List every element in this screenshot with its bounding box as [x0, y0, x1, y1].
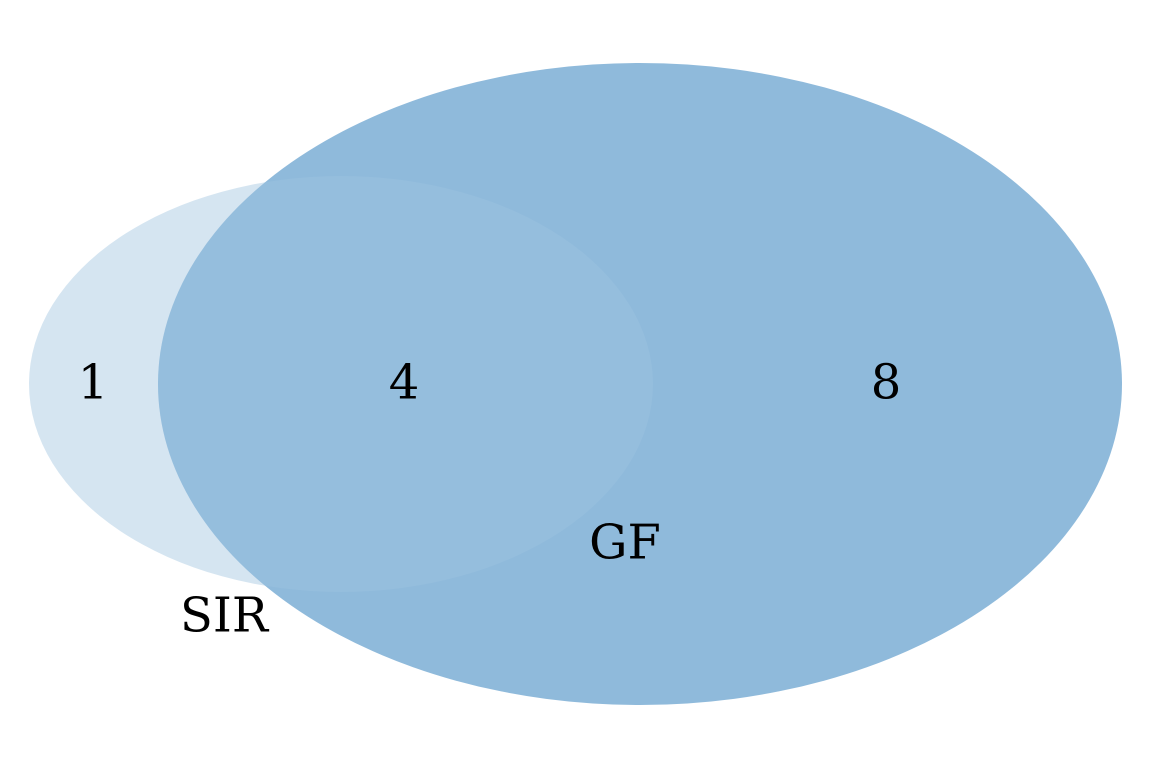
sir-only-count: 1 — [78, 355, 109, 411]
set-label-gf: GF — [589, 515, 661, 571]
intersection-count: 4 — [389, 355, 420, 411]
set-label-sir: SIR — [180, 588, 270, 644]
set-gf-ellipse — [158, 63, 1122, 705]
intersection-region — [158, 176, 653, 592]
gf-only-count: 8 — [871, 355, 902, 411]
